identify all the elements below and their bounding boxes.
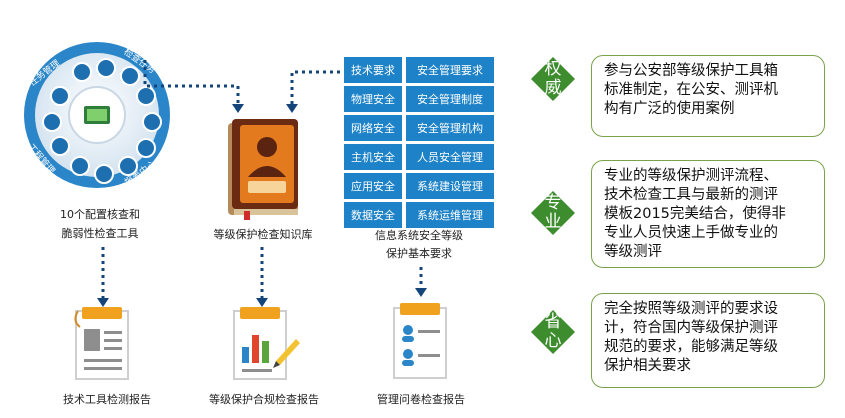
badge-worry-free-char2: 心: [544, 331, 562, 351]
worry-free-line: 计，符合国内等级保护测评: [604, 320, 778, 336]
search-icon: [136, 86, 156, 106]
tech-report-icon: [72, 305, 132, 383]
compliance-report-icon: [230, 305, 302, 383]
badge-authority-char1: 权: [544, 59, 562, 79]
knowledge-base-caption: 等级保护检查知识库: [213, 228, 313, 241]
user-icon: [142, 112, 162, 132]
monitor-icon: [96, 58, 116, 78]
questionnaire-report-icon: [390, 300, 450, 382]
professional-line: 等级测评: [604, 244, 662, 260]
req-cell-operation: 系统运维管理: [406, 202, 494, 228]
req-cell-construction: 系统建设管理: [406, 173, 494, 199]
shield-icon: [50, 136, 70, 156]
badge-worry-free-char1: 省: [544, 312, 562, 332]
req-cell-personnel: 人员安全管理: [406, 144, 494, 170]
questionnaire-report-caption: 管理问卷检查报告: [377, 393, 465, 406]
folder-icon: [94, 164, 114, 184]
globe-icon: [118, 156, 138, 176]
tool-caption-line2: 脆弱性检查工具: [61, 227, 139, 240]
req-cell-mgmt-header: 安全管理要求: [406, 57, 494, 83]
req-cell-host: 主机安全: [344, 144, 402, 170]
compliance-report-caption: 等级保护合规检查报告: [209, 393, 319, 406]
req-cell-mgmt-policy: 安全管理制度: [406, 86, 494, 112]
badge-professional-char1: 专: [544, 193, 562, 213]
req-cell-tech-header: 技术要求: [344, 57, 402, 83]
professional-line: 专业人员快速上手做专业的: [604, 225, 778, 241]
worry-free-line: 规范的要求，能够满足等级: [604, 339, 778, 355]
req-cell-network: 网络安全: [344, 115, 402, 141]
professional-line: 技术检查工具与最新的测评: [604, 187, 778, 203]
requirements-caption-line1: 信息系统安全等级: [375, 229, 463, 242]
worry-free-description: 完全按照等级测评的要求设 计，符合国内等级保护测评 规范的要求，能够满足等级 保…: [591, 293, 825, 388]
gear-icon: [72, 62, 92, 82]
badge-professional: 专业: [531, 191, 575, 235]
badge-worry-free: 省心: [531, 310, 575, 354]
professional-line: 模板2015完美结合，使得非: [604, 206, 786, 222]
req-cell-application: 应用安全: [344, 173, 402, 199]
requirements-grid: 技术要求 安全管理要求 物理安全 安全管理制度 网络安全 安全管理机构 主机安全…: [344, 57, 494, 228]
authority-line: 参与公安部等级保护工具箱: [604, 63, 778, 79]
badge-authority-char2: 威: [544, 78, 562, 98]
req-cell-physical: 物理安全: [344, 86, 402, 112]
lock-icon: [70, 156, 90, 176]
tool-caption-line1: 10个配置核查和: [60, 208, 140, 221]
professional-line: 专业的等级保护测评流程、: [604, 168, 778, 184]
key-icon: [50, 86, 70, 106]
knowledge-book-icon: [226, 115, 302, 220]
req-cell-data: 数据安全: [344, 202, 402, 228]
authority-line: 构有广泛的使用案例: [604, 101, 735, 117]
tool-wheel-graphic: 任务管理 检查任务 工程管理 报表中心: [22, 40, 172, 190]
badge-professional-char2: 业: [544, 212, 562, 232]
worry-free-line: 保护相关要求: [604, 358, 691, 374]
req-cell-mgmt-org: 安全管理机构: [406, 115, 494, 141]
authority-description: 参与公安部等级保护工具箱 标准制定，在公安、测评机 构有广泛的使用案例: [591, 55, 825, 137]
requirements-caption-line2: 保护基本要求: [386, 247, 452, 260]
print-icon: [120, 66, 140, 86]
professional-description: 专业的等级保护测评流程、 技术检查工具与最新的测评 模板2015完美结合，使得非…: [591, 160, 825, 268]
tech-report-caption: 技术工具检测报告: [63, 393, 151, 406]
document-icon: [42, 112, 62, 132]
badge-authority: 权威: [531, 57, 575, 101]
worry-free-line: 完全按照等级测评的要求设: [604, 301, 778, 317]
chart-icon: [136, 138, 156, 158]
authority-line: 标准制定，在公安、测评机: [604, 82, 778, 98]
